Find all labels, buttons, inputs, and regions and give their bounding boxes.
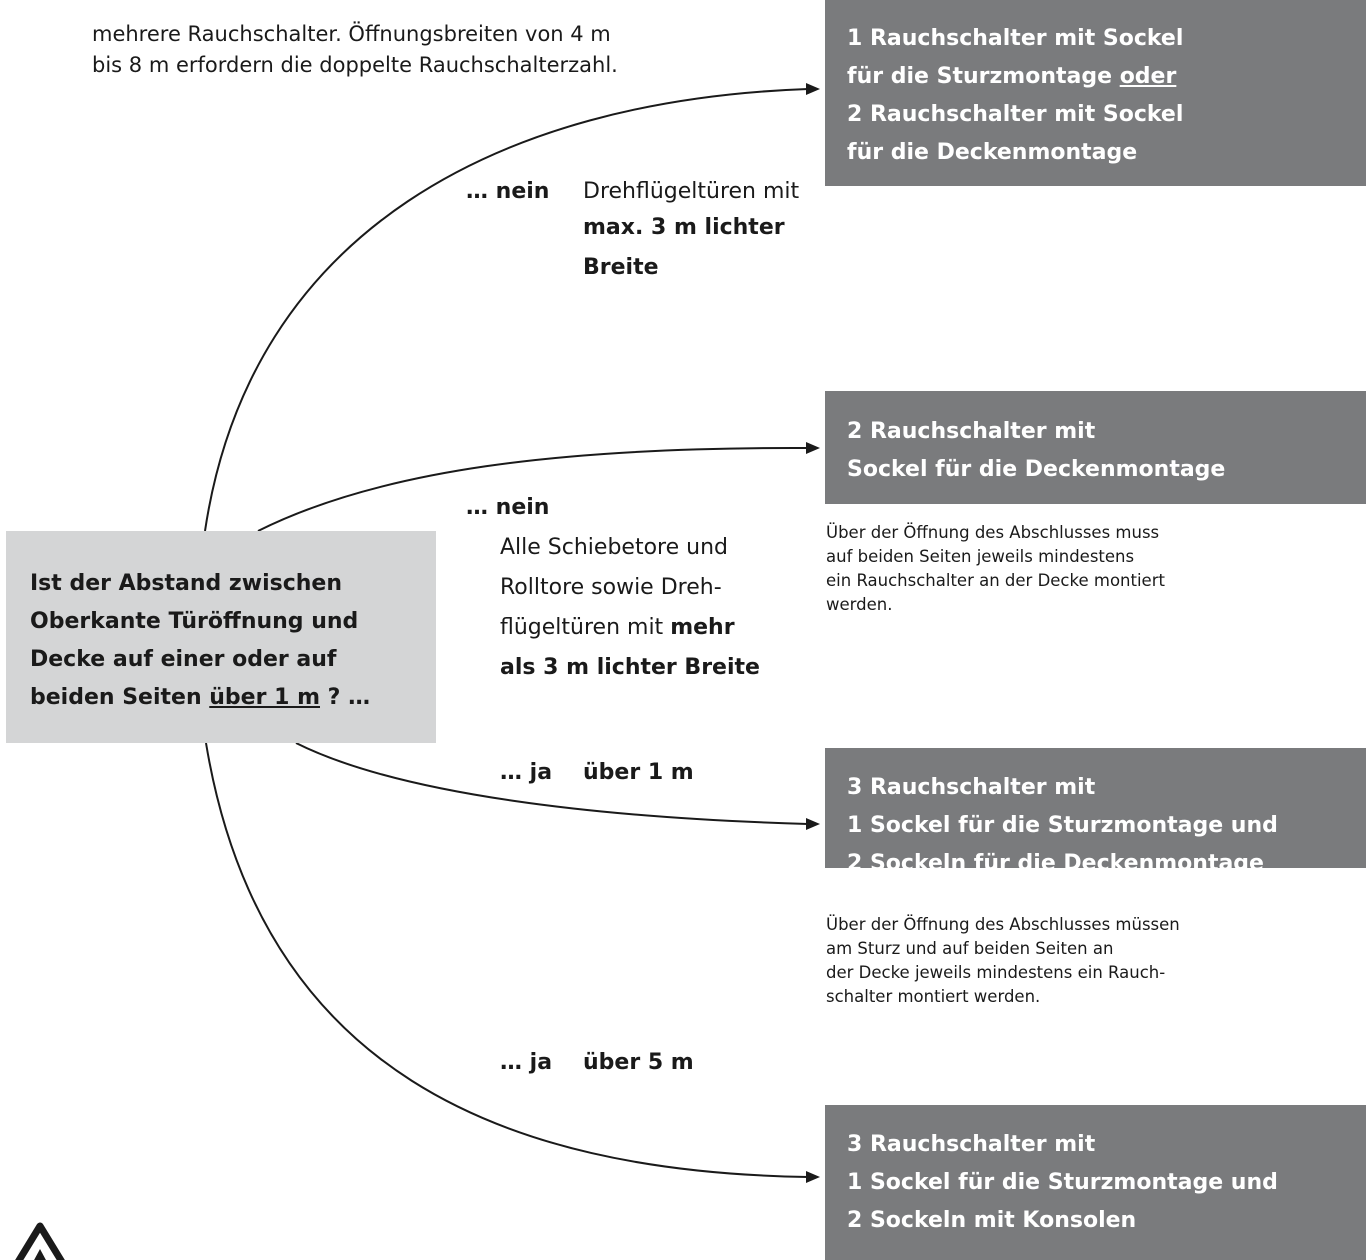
note-result-3: Über der Öffnung des Abschlusses müssen … [826,913,1266,1009]
note-result-2: Über der Öffnung des Abschlusses muss au… [826,521,1266,617]
question-line-3: Decke auf einer oder auf [30,647,337,672]
branch-4-answer: … ja [500,1050,553,1075]
intro-line-1: mehrere Rauchschalter. Öffnungsbreiten v… [92,22,611,46]
arrowhead-r2 [806,442,820,454]
note-2-line-4: werden. [826,595,893,614]
result-box-4: 3 Rauchschalter mit 1 Sockel für die Stu… [825,1105,1366,1260]
note-3-line-1: Über der Öffnung des Abschlusses müssen [826,915,1180,934]
result-2-line-1: 2 Rauchschalter mit [847,419,1096,444]
note-2-line-1: Über der Öffnung des Abschlusses muss [826,523,1160,542]
branch-2-text-3: flügeltüren mit mehr [500,608,800,648]
question-line-1: Ist der Abstand zwischen [30,571,342,596]
branch-2-text-4: als 3 m lichter Breite [500,655,760,680]
note-3-line-3: der Decke jeweils mindestens ein Rauch- [826,963,1166,982]
connector-curve-r2 [257,446,809,532]
result-3-line-2: 1 Sockel für die Sturzmontage und [847,813,1278,838]
result-3-line-3: 2 Sockeln für die Deckenmontage [847,851,1264,876]
branch-4-condition: über 5 m [583,1050,694,1075]
branch-1-text-3: Breite [583,255,659,280]
question-box: Ist der Abstand zwischen Oberkante Türöf… [6,531,436,743]
connector-curve-r1 [204,88,809,532]
branch-1-answer: … nein [466,179,550,204]
question-line-4-pre: beiden Seiten [30,685,210,710]
branch-2-text-3-bold: mehr [670,615,735,640]
note-2-line-3: ein Rauchschalter an der Decke montiert [826,571,1165,590]
result-box-2: 2 Rauchschalter mit Sockel für die Decke… [825,391,1366,504]
question-line-4-post: ? … [320,685,371,710]
arrowhead-r1 [806,83,820,95]
intro-line-2: bis 8 m erfordern die doppelte Rauchscha… [92,53,618,77]
branch-3-answer: … ja [500,760,553,785]
note-3-line-2: am Sturz und auf beiden Seiten an [826,939,1114,958]
question-line-4: beiden Seiten über 1 m ? … [30,679,436,717]
result-1-line-3: 2 Rauchschalter mit Sockel [847,102,1184,127]
connector-curve-r4 [205,742,809,1178]
branch-2-text-3-pre: flügeltüren mit [500,615,671,640]
result-4-line-3: 2 Sockeln mit Konsolen [847,1208,1137,1233]
result-1-line-4: für die Deckenmontage [847,140,1138,165]
result-box-1: 1 Rauchschalter mit Sockel für die Sturz… [825,0,1366,186]
branch-2-text-2: Rolltore sowie Dreh- [500,575,722,600]
branch-2-answer: … nein [466,495,550,520]
result-1-line-2: für die Sturzmontage oder [847,58,1366,96]
result-box-3: 3 Rauchschalter mit 1 Sockel für die Stu… [825,748,1366,876]
question-threshold: über 1 m [209,685,320,710]
branch-1-condition: Drehflügeltüren mit max. 3 m lichter Bre… [583,176,843,288]
note-2-line-2: auf beiden Seiten jeweils mindestens [826,547,1135,566]
result-1-or: oder [1119,64,1177,89]
branch-2-condition: Alle Schiebetore und Rolltore sowie Dreh… [500,528,800,688]
result-1-line-2-pre: für die Sturzmontage [847,64,1120,89]
connector-curve-r3 [295,742,809,825]
arrowhead-r3 [806,818,820,830]
question-line-2: Oberkante Türöffnung und [30,609,359,634]
arrowhead-r4 [806,1171,820,1183]
note-3-line-4: schalter montiert werden. [826,987,1041,1006]
branch-2-text-1: Alle Schiebetore und [500,535,728,560]
result-1-line-1: 1 Rauchschalter mit Sockel [847,26,1184,51]
warning-triangle-icon [15,1222,65,1260]
result-4-line-1: 3 Rauchschalter mit [847,1132,1096,1157]
intro-text: mehrere Rauchschalter. Öffnungsbreiten v… [92,0,792,81]
branch-3-condition: über 1 m [583,760,694,785]
branch-1-text-1: Drehflügeltüren mit [583,179,800,204]
result-2-line-2: Sockel für die Deckenmontage [847,457,1226,482]
result-4-line-2: 1 Sockel für die Sturzmontage und [847,1170,1278,1195]
branch-1-text-2: max. 3 m lichter [583,215,785,240]
result-3-line-1: 3 Rauchschalter mit [847,775,1096,800]
